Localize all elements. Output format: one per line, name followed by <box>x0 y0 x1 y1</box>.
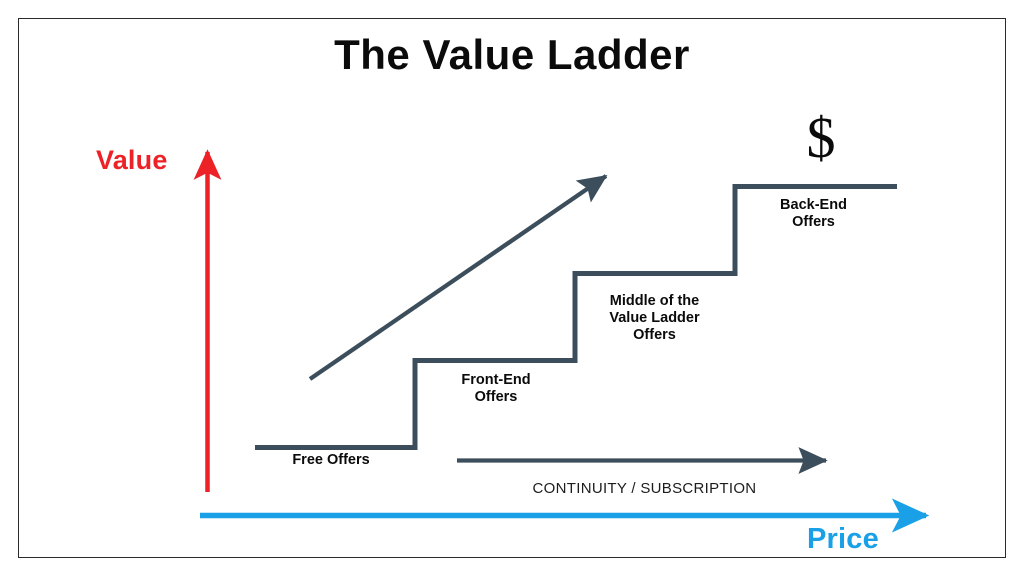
value-axis-label: Value <box>96 145 168 175</box>
value-growth-arrow <box>308 174 608 381</box>
step-label-middle-of-value-ladder-offers: Middle of the Value Ladder Offers <box>609 293 700 344</box>
step-label-free-offers: Free Offers <box>292 452 370 468</box>
price-axis-label: Price <box>807 523 879 555</box>
slide-border <box>18 18 1006 558</box>
step-label-back-end-offers: Back-End Offers <box>780 197 847 231</box>
staircase-path <box>255 184 897 450</box>
step-label-front-end-offers: Front-End Offers <box>461 372 531 406</box>
continuity-subscription-label: CONTINUITY / SUBSCRIPTION <box>532 480 757 497</box>
dollar-sign-icon: $ <box>806 105 836 170</box>
page-title: The Value Ladder <box>334 31 690 78</box>
